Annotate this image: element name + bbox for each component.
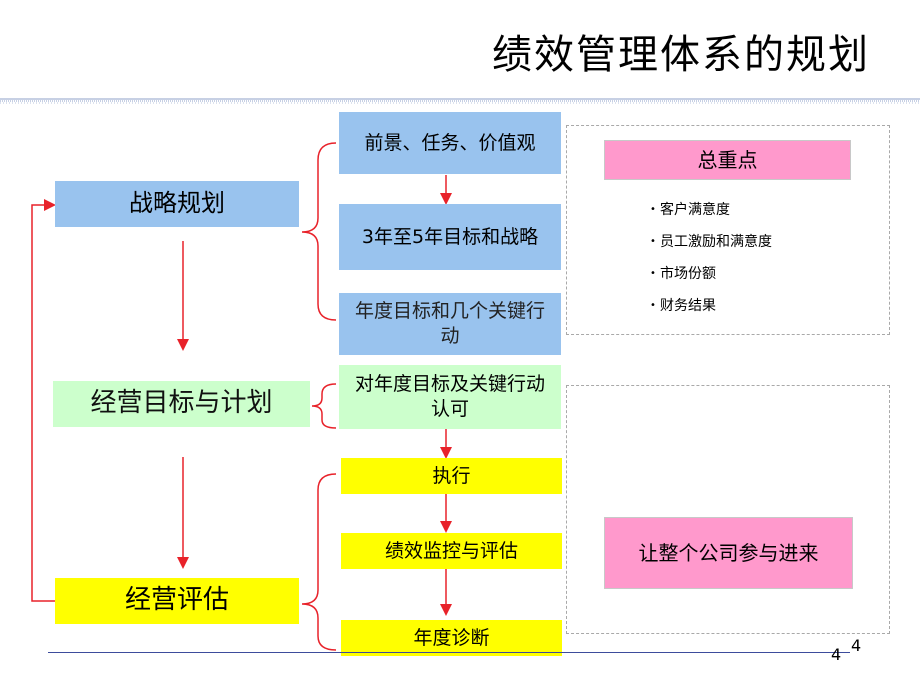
stage-evaluation-label: 经营评估 bbox=[124, 585, 229, 616]
bullet-icon: • bbox=[650, 300, 656, 311]
focus-heading-box: 总重点 bbox=[604, 140, 851, 180]
diagnose-label: 年度诊断 bbox=[413, 626, 490, 649]
diagnose-box: 年度诊断 bbox=[341, 620, 562, 656]
stage-objectives-label: 经营目标与计划 bbox=[90, 388, 273, 419]
list-item: •客户满意度 bbox=[650, 194, 772, 226]
bullet-icon: • bbox=[650, 236, 656, 247]
list-item: •财务结果 bbox=[650, 290, 772, 322]
vision-label: 前景、任务、价值观 bbox=[364, 131, 536, 154]
annual-box: 年度目标和几个关键行动 bbox=[339, 293, 561, 355]
execute-label: 执行 bbox=[432, 464, 471, 487]
page-title: 绩效管理体系的规划 bbox=[492, 32, 870, 78]
monitor-box: 绩效监控与评估 bbox=[341, 533, 562, 569]
engagement-box: 让整个公司参与进来 bbox=[604, 517, 853, 589]
stage-objectives-box: 经营目标与计划 bbox=[53, 381, 310, 427]
bullet-icon: • bbox=[650, 268, 656, 279]
arrow-feedback-loop bbox=[31, 199, 56, 602]
footer-rule bbox=[48, 652, 850, 653]
brace-evaluation bbox=[301, 473, 337, 651]
approval-label: 对年度目标及关键行动认可 bbox=[355, 373, 546, 420]
page-number: 4 bbox=[851, 636, 862, 655]
brace-objectives bbox=[311, 383, 337, 429]
goals-label: 3年至5年目标和战略 bbox=[361, 225, 539, 248]
list-item: •员工激励和满意度 bbox=[650, 226, 772, 258]
brace-strategy bbox=[301, 142, 337, 321]
monitor-label: 绩效监控与评估 bbox=[384, 539, 518, 562]
approval-box: 对年度目标及关键行动认可 bbox=[339, 365, 561, 429]
goals-box: 3年至5年目标和战略 bbox=[339, 204, 561, 270]
list-item: •市场份额 bbox=[650, 258, 772, 290]
focus-panel bbox=[566, 125, 890, 335]
bullet-icon: • bbox=[650, 204, 656, 215]
vision-box: 前景、任务、价值观 bbox=[339, 112, 561, 174]
stage-strategy-label: 战略规划 bbox=[129, 189, 225, 218]
annual-label: 年度目标和几个关键行动 bbox=[355, 300, 546, 347]
title-underline bbox=[0, 98, 920, 104]
engagement-panel bbox=[566, 385, 890, 634]
focus-list: •客户满意度 •员工激励和满意度 •市场份额 •财务结果 bbox=[650, 194, 772, 322]
engagement-label: 让整个公司参与进来 bbox=[638, 541, 819, 565]
execute-box: 执行 bbox=[341, 458, 562, 494]
stage-strategy-box: 战略规划 bbox=[55, 181, 299, 227]
stage-evaluation-box: 经营评估 bbox=[55, 578, 299, 624]
page-number-shadow: 4 bbox=[831, 645, 842, 664]
focus-heading: 总重点 bbox=[697, 148, 758, 172]
